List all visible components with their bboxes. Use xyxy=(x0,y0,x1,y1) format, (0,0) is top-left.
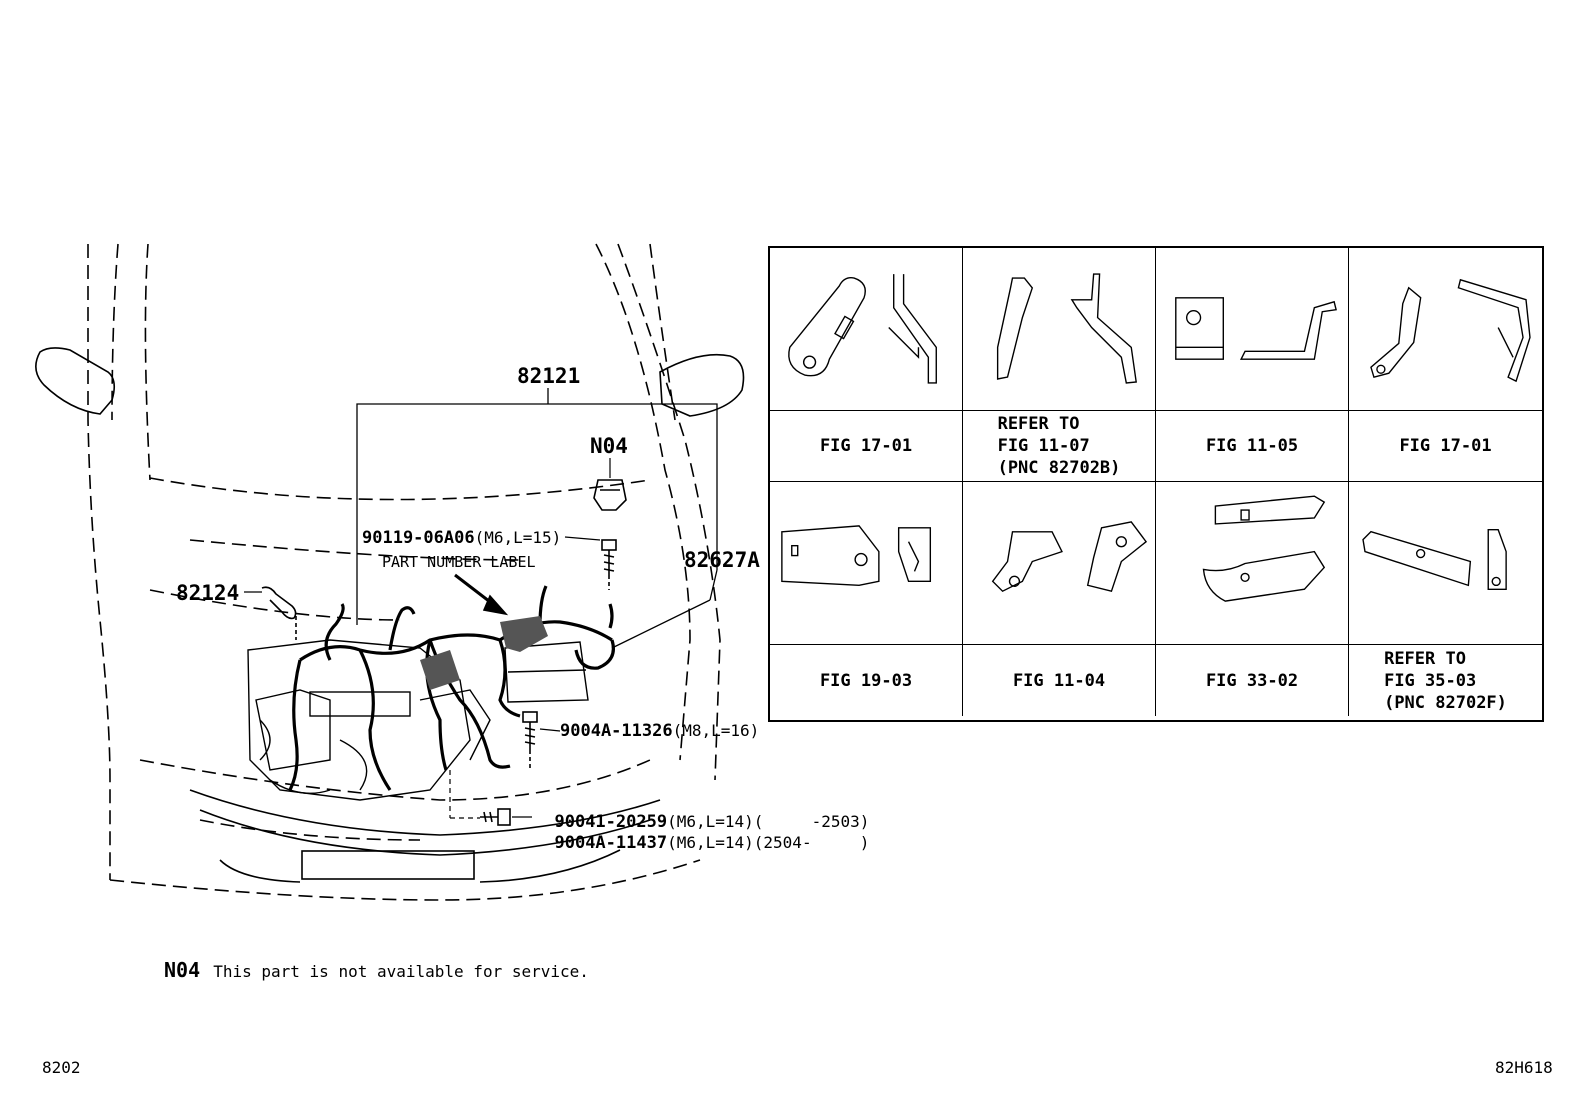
clamp-82124-drawing xyxy=(244,586,297,640)
n04-part-drawing xyxy=(593,458,627,511)
bolt-90119-part: 90119-06A06 xyxy=(362,528,475,548)
bracket-icon xyxy=(781,525,932,586)
bolt-90041-drawing xyxy=(449,770,532,826)
fig-ref-text: FIG 17-01 xyxy=(819,436,913,456)
bracket-icon xyxy=(1370,278,1531,383)
fig-ref-cell: FIG 17-01 xyxy=(1349,411,1542,482)
bolt-90041-part: 90041-20259 xyxy=(554,812,668,832)
wire-harness xyxy=(288,585,615,791)
footnote-code: N04 xyxy=(164,958,201,982)
bracket-picture-cell xyxy=(963,248,1156,411)
callout-bolt-9004a-11326: 9004A-11326(M8,L=16) xyxy=(560,723,759,740)
fig-ref-line: (PNC 82702F) xyxy=(1384,692,1507,713)
callout-bolt-9004a-11437: 9004A-11437(M6,L=14)(2504- ) xyxy=(534,818,869,852)
engine-assembly xyxy=(247,639,589,801)
bracket-picture-cell xyxy=(1349,482,1542,645)
fig-ref-line: (PNC 82702B) xyxy=(997,458,1121,478)
bracket-icon xyxy=(991,521,1148,593)
bracket-picture-cell xyxy=(770,248,963,411)
fig-ref-multiline: REFER TO FIG 35-03 (PNC 82702F) xyxy=(1384,648,1507,714)
bolt-90041-spec: (M6,L=14)( -2503) xyxy=(667,812,870,831)
label-arrow xyxy=(454,573,509,616)
bracket-reference-table: FIG 17-01 REFER TO FIG 11-07 (PNC 82702B… xyxy=(768,246,1544,722)
footnote: N04 This part is not available for servi… xyxy=(164,960,589,981)
callout-bolt-90041: 90041-20259(M6,L=14)( -2503) xyxy=(534,797,869,831)
bolt-9004a-11326-drawing xyxy=(522,711,561,770)
fig-ref-cell: FIG 11-04 xyxy=(963,645,1156,716)
fig-ref-line: REFER TO xyxy=(1384,648,1466,669)
fig-ref-cell: FIG 17-01 xyxy=(770,411,963,482)
fig-ref-line: FIG 35-03 xyxy=(1384,670,1477,691)
bracket-picture-cell xyxy=(770,482,963,645)
fig-ref-text: FIG 11-04 xyxy=(1012,670,1106,691)
bracket-icon xyxy=(1175,297,1337,360)
callout-harness-82121: 82121 xyxy=(517,364,581,388)
footnote-text: This part is not available for service. xyxy=(213,962,589,981)
bolt-90119-drawing xyxy=(564,536,617,590)
bracket-picture-cell xyxy=(1156,248,1349,411)
fig-ref-multiline: REFER TO FIG 11-07 (PNC 82702B) xyxy=(998,413,1121,479)
callout-clamp-82124: 82124 xyxy=(176,581,240,605)
harness-fill xyxy=(420,616,548,690)
bracket-icon xyxy=(1202,495,1326,602)
footer-left-code: 8202 xyxy=(42,1058,81,1077)
bracket-picture-cell xyxy=(963,482,1156,645)
bracket-icon xyxy=(996,273,1137,384)
front-bumper xyxy=(189,789,661,883)
callout-n04-marker: N04 xyxy=(590,434,628,458)
fig-ref-line: REFER TO xyxy=(997,414,1080,434)
fig-ref-text: FIG 11-05 xyxy=(1205,436,1299,456)
bolt-9004a-11326-part: 9004A-11326 xyxy=(560,721,673,741)
vehicle-body-outline xyxy=(87,243,721,901)
side-mirrors xyxy=(35,347,745,417)
bracket-icon xyxy=(1362,529,1507,591)
callout-harness-82627a: 82627A xyxy=(684,548,760,572)
bolt-90119-spec: (M6,L=15) xyxy=(474,528,562,547)
fig-ref-cell: REFER TO FIG 11-07 (PNC 82702B) xyxy=(963,411,1156,482)
fig-ref-cell: FIG 19-03 xyxy=(770,645,963,716)
fig-ref-text: FIG 33-02 xyxy=(1205,670,1299,691)
callout-bolt-90119: 90119-06A06(M6,L=15) xyxy=(362,530,561,547)
fig-ref-cell: FIG 33-02 xyxy=(1156,645,1349,716)
bolt-9004a-11437-spec: (M6,L=14)(2504- ) xyxy=(667,833,870,852)
bolt-9004a-11326-spec: (M8,L=16) xyxy=(672,721,760,740)
bolt-9004a-11437-part: 9004A-11437 xyxy=(554,833,668,853)
fig-ref-cell: REFER TO FIG 35-03 (PNC 82702F) xyxy=(1349,645,1542,716)
bracket-icon xyxy=(788,274,937,384)
bracket-picture-cell xyxy=(1156,482,1349,645)
part-number-label-text: PART NUMBER LABEL xyxy=(382,553,536,571)
fig-ref-text: FIG 17-01 xyxy=(1399,436,1492,456)
harness-bracket-lines xyxy=(356,388,718,649)
footer-right-code: 82H618 xyxy=(1495,1058,1553,1077)
fig-ref-line: FIG 11-07 xyxy=(997,436,1090,456)
bracket-picture-cell xyxy=(1349,248,1542,411)
fig-ref-text: FIG 19-03 xyxy=(819,670,913,691)
fig-ref-cell: FIG 11-05 xyxy=(1156,411,1349,482)
